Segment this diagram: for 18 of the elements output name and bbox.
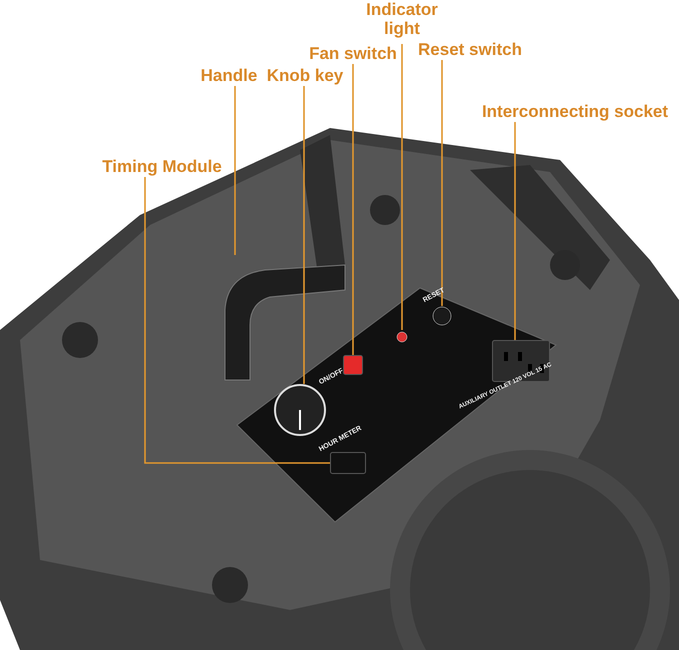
leader-line [401,44,403,330]
timer-knob [274,384,326,436]
leader-line [352,64,354,355]
indicator-lamp [396,330,408,342]
leader-line [303,86,305,384]
callout-label: Interconnecting socket [475,102,675,121]
rocker-switch [343,355,363,375]
power-outlet [492,340,550,382]
leader-line [234,86,236,255]
leader-line [144,177,330,464]
leader-line [514,122,516,340]
callout-label: Reset switch [410,40,530,59]
hour-meter-display [330,452,366,474]
reset-button [432,306,452,326]
leader-line [441,60,443,306]
callout-label: Fan switch [298,44,408,63]
callout-label: Timing Module [97,157,227,176]
callout-label: Indicator light [357,0,447,38]
